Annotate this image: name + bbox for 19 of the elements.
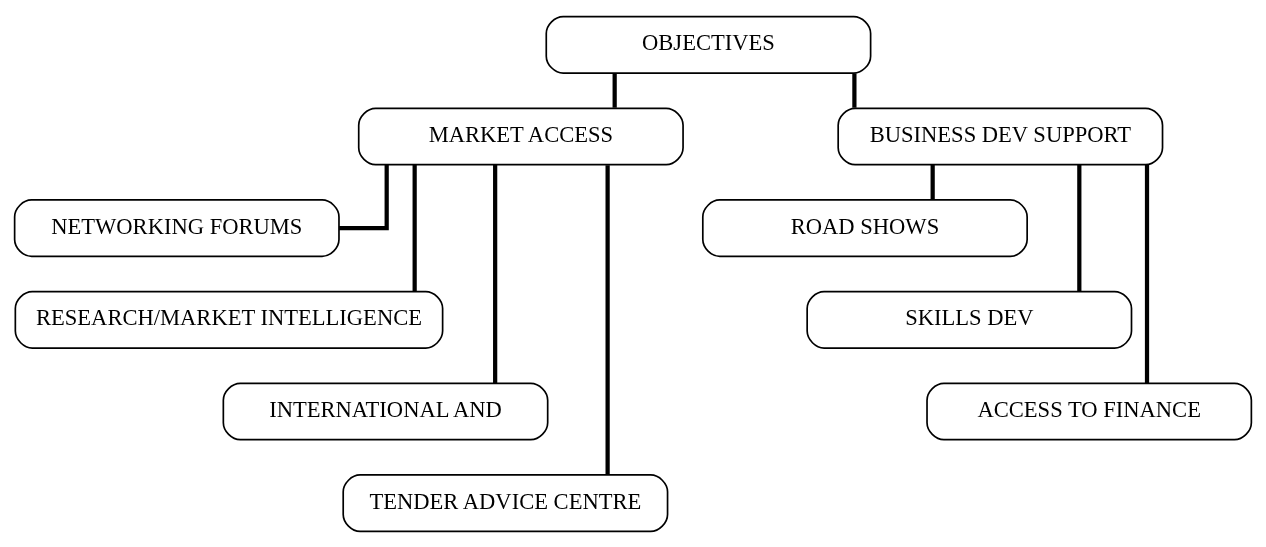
node-box: RESEARCH/MARKET INTELLIGENCE (14, 290, 444, 349)
connector (852, 72, 857, 108)
node-box: NETWORKING FORUMS (13, 198, 340, 257)
node-box: INTERNATIONAL AND (222, 381, 549, 441)
connector (493, 164, 498, 383)
connector (1077, 164, 1082, 291)
node-box: ACCESS TO FINANCE (926, 381, 1253, 441)
connector (339, 164, 389, 230)
node-box: OBJECTIVES (545, 15, 872, 74)
connector (1144, 164, 1150, 383)
node-box: TENDER ADVICE CENTRE (342, 473, 669, 532)
connector (412, 164, 417, 291)
node-box: ROAD SHOWS (701, 198, 1028, 257)
connector (930, 164, 935, 199)
connector (605, 164, 610, 474)
node-box: BUSINESS DEV SUPPORT (837, 106, 1164, 166)
node-box: SKILLS DEV (806, 290, 1133, 349)
node-box: MARKET ACCESS (357, 106, 684, 166)
connector (612, 72, 617, 108)
